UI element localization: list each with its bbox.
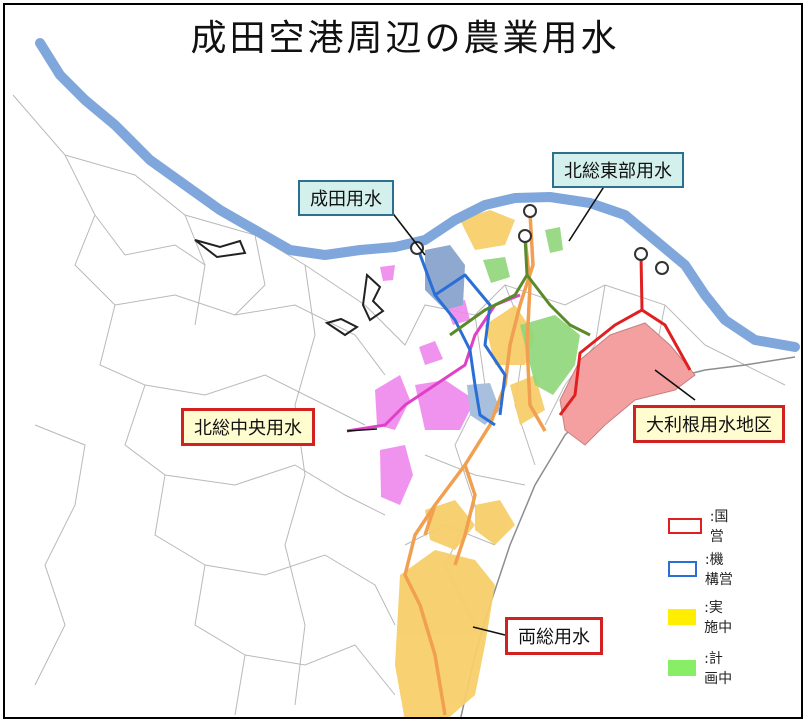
legend-label-in-progress: :実施中 [704, 600, 733, 636]
map-title: 成田空港周辺の農業用水 [190, 18, 620, 59]
legend-label-national: :国営 [709, 509, 729, 545]
legend-row-national: :国営 [668, 506, 734, 546]
hokuso-central-region5 [419, 341, 443, 365]
leader-lines [346, 184, 696, 636]
hokuso-central-region4 [380, 265, 395, 281]
hokuso-central-region2 [380, 445, 413, 505]
label-otone-district: 大利根用水地区 [633, 405, 785, 443]
otone-canal [558, 254, 692, 416]
ryoso-canal [403, 212, 547, 716]
label-hokuso-central-canal: 北総中央用水 [181, 408, 315, 446]
hokuso-east-area [483, 227, 580, 395]
intake-otone2 [655, 261, 669, 275]
legend-row-planned: :計画中 [668, 648, 734, 688]
ryoso-region-south [395, 550, 495, 717]
legend-swatch-agency [668, 561, 697, 577]
label-ryoso-canal: 両総用水 [505, 617, 603, 655]
map-frame: 成田空港周辺の農業用水 成田用水 北総東部用水 北総中央用水 大利根用水地区 両… [3, 3, 803, 719]
legend-label-planned: :計画中 [704, 651, 733, 687]
ryoso-region-north1 [460, 210, 515, 250]
ryoso-region-north2 [485, 305, 535, 365]
hokuso-central-area [375, 265, 475, 505]
intake-east1 [523, 204, 537, 218]
intake-narita [410, 241, 424, 255]
legend-swatch-national [668, 518, 702, 534]
hokuso-central-region3 [415, 380, 475, 430]
otone-area [559, 322, 696, 446]
intake-east2 [518, 229, 532, 243]
hokuso-east-canal [449, 236, 591, 337]
hokuso-east-region1 [520, 315, 580, 395]
hokuso-east-region3 [545, 227, 563, 253]
label-hokuso-east-canal: 北総東部用水 [552, 152, 684, 188]
tone-river [35, 38, 800, 352]
map-canvas [12, 38, 800, 717]
legend-row-agency: :機構営 [668, 549, 734, 589]
legend-swatch-planned [668, 660, 697, 676]
intake-otone1 [634, 247, 648, 261]
legend-label-agency: :機構営 [704, 552, 733, 588]
hokuso-central-canal [346, 293, 521, 433]
hokuso-east-region2 [483, 257, 510, 283]
legend-row-in-progress: :実施中 [668, 597, 734, 637]
waterway-outlines [194, 239, 385, 337]
narita-canal [416, 248, 507, 427]
hokuso-central-region1 [375, 375, 410, 430]
legend-swatch-in-progress [668, 609, 697, 625]
intake-points [410, 204, 669, 275]
ryoso-region-mid2 [475, 500, 515, 545]
otone-region [559, 322, 696, 446]
label-narita-canal: 成田用水 [298, 180, 394, 216]
